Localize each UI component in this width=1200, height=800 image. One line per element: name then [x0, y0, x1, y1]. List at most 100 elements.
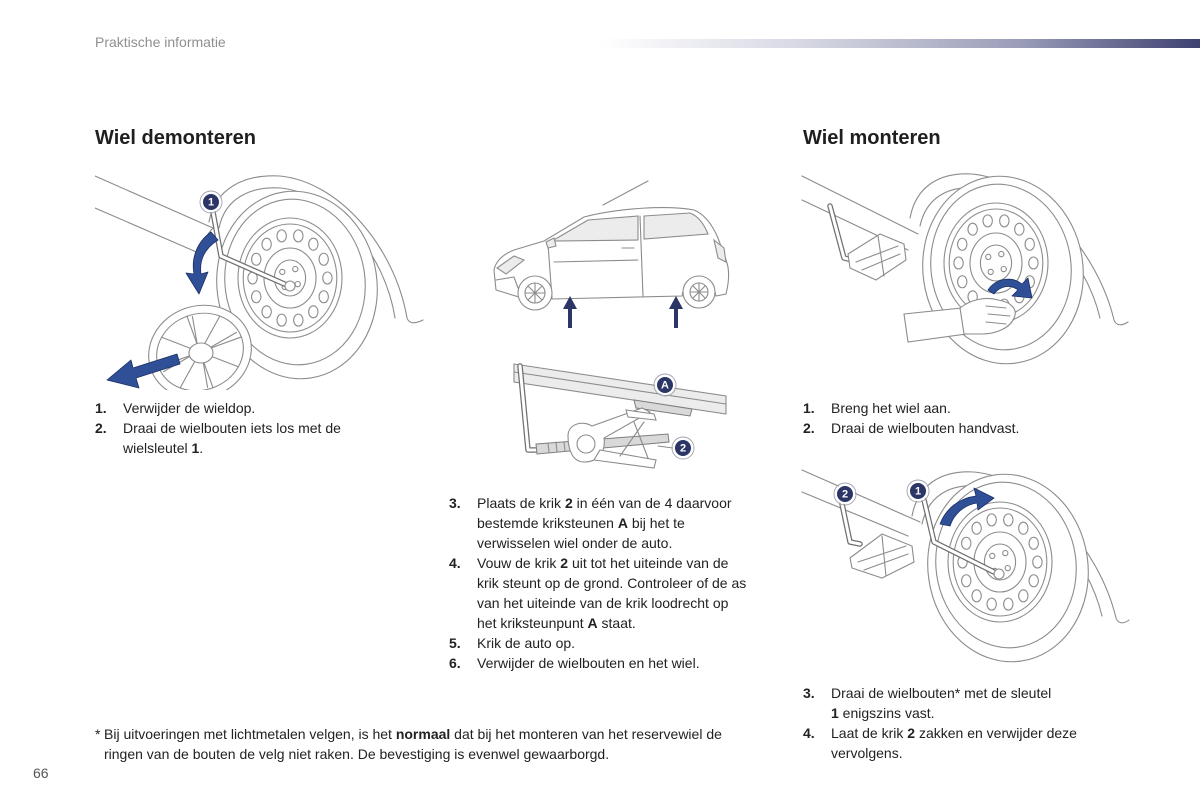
car-headlight: [496, 255, 526, 275]
wheel-bolt: [292, 265, 299, 273]
rim-hole: [986, 513, 997, 527]
wheel-rim: [237, 217, 343, 339]
rim-hole: [1018, 589, 1029, 603]
text-run: dat bij het monteren van het reservewiel…: [450, 726, 722, 742]
step-number: 3.: [449, 495, 461, 511]
text-line: krik steunt op de grond. Controleer of d…: [477, 573, 789, 593]
badge-wrench: 1: [906, 479, 930, 503]
badge-label: 2: [680, 443, 686, 455]
page-number: 66: [33, 765, 49, 781]
badge-disc: [835, 484, 855, 504]
jack-base: [593, 449, 657, 469]
wheel-cover-center: [188, 342, 214, 364]
rim-lip: [952, 507, 1048, 617]
badge-ring: [671, 436, 695, 460]
badge-disc: [673, 438, 693, 458]
step-number: 4.: [449, 555, 461, 571]
step-text: Verwijder de wieldop.: [123, 398, 435, 418]
badge-label: 2: [842, 489, 848, 501]
bold-reference: 1: [831, 705, 839, 721]
car-sill-lower: [95, 207, 202, 255]
step-item: 1.Verwijder de wieldop.: [95, 398, 435, 418]
step-item: 4.Laat de krik 2 zakken en verwijder dez…: [803, 723, 1143, 763]
step-text: Plaats de krik 2 in één van de 4 daarvoo…: [477, 493, 789, 553]
wheel-bolt: [985, 253, 992, 261]
text-run: Draai de wielbouten iets los met de: [123, 420, 341, 436]
jack-head: [625, 409, 657, 421]
wheel-hub: [979, 244, 1013, 282]
text-run: ringen van de bouten de velg niet raken.…: [104, 746, 610, 762]
wheel-cover-spoke-lines: [158, 315, 242, 389]
rim-hole: [308, 305, 319, 319]
wheel-bolt: [998, 250, 1005, 258]
badge-wrench: 1: [199, 190, 223, 214]
text-line: van het uiteinde van de krik loodrecht o…: [477, 593, 789, 613]
bold-reference: 2: [907, 725, 916, 741]
badge-ring: [199, 190, 223, 214]
text-run: Krik de auto op.: [477, 635, 576, 651]
text-line: Verwijder de wielbouten en het wiel.: [477, 653, 789, 673]
text-run: .: [199, 440, 204, 456]
car-rear-wheel: [682, 275, 716, 309]
text-run: uit tot het uiteinde van de: [568, 555, 729, 571]
step-number: 3.: [803, 685, 815, 701]
text-run: Draai de wielbouten handvast.: [831, 420, 1020, 436]
bold-reference: 1: [191, 440, 200, 456]
bold-reference: 2: [560, 555, 569, 571]
car-taillight: [713, 238, 727, 263]
jack-leader-line: [657, 445, 674, 449]
text-run: vervolgens.: [831, 745, 903, 761]
tighten-direction-arrow: [987, 277, 1033, 299]
rear-jack-point-arrow: [669, 296, 683, 328]
step-number: 1.: [803, 400, 815, 416]
jack-handle: [828, 204, 854, 262]
bold-reference: 2: [564, 495, 573, 511]
badge-disc: [655, 375, 675, 395]
step-text: Laat de krik 2 zakken en verwijder deze v…: [831, 723, 1143, 763]
rim-hole: [276, 313, 287, 327]
step-text: Draai de wielbouten handvast.: [831, 418, 1143, 438]
step-number: 2.: [95, 420, 107, 436]
text-run: Vouw de krik: [477, 555, 561, 571]
wrench-socket: [284, 280, 296, 292]
rim-hole: [1028, 256, 1039, 270]
rim-hole: [957, 275, 968, 289]
wheel-wrench: [211, 210, 291, 288]
text-run: Laat de krik: [831, 725, 908, 741]
bold-reference: A: [617, 515, 628, 531]
footnote: * Bij uitvoeringen met lichtmetalen velg…: [95, 724, 795, 764]
text-run: krik steunt op de grond. Controleer of d…: [477, 575, 747, 591]
text-run: Bij uitvoeringen met lichtmetalen velgen…: [104, 726, 396, 742]
car-sill-beam-edge: [513, 371, 727, 405]
text-run: bij het te: [627, 515, 685, 531]
text-run: bestemde kriksteunen: [477, 515, 618, 531]
badge-ring: [833, 482, 857, 506]
step-text: Breng het wiel aan.: [831, 398, 1143, 418]
rim-hole: [1018, 521, 1029, 535]
rim-hole: [1032, 555, 1043, 569]
bold-reference: normaal: [395, 726, 451, 742]
text-line: Vouw de krik 2 uit tot het uiteinde van …: [477, 553, 789, 573]
folded-jack-detail: [855, 235, 901, 277]
step-item: 1. Breng het wiel aan.: [803, 398, 1143, 418]
heading-wheel-removal: Wiel demonteren: [95, 127, 256, 149]
jack-scissor-arms: [619, 421, 649, 459]
illustration-mount-wheel: [801, 173, 1129, 365]
text-line: vervolgens.: [831, 743, 1143, 763]
loosen-direction-arrow: [185, 231, 219, 295]
text-run: Verwijder de wielbouten en het wiel.: [477, 655, 700, 671]
text-run: Breng het wiel aan.: [831, 400, 951, 416]
text-line: Verwijder de wieldop.: [123, 398, 435, 418]
text-line: Plaats de krik 2 in één van de 4 daarvoo…: [477, 493, 789, 513]
rim-hole: [276, 229, 287, 243]
rim-hole: [982, 214, 993, 228]
badge-support-point: A: [653, 373, 677, 397]
rim-hole: [318, 252, 329, 266]
text-run: zakken en verwijder deze: [915, 725, 1077, 741]
text-run: in één van de 4 daarvoor: [572, 495, 732, 511]
step-text: Krik de auto op.: [477, 633, 789, 653]
text-run: Draai de wielbouten* met de sleutel: [831, 685, 1052, 701]
rim-hole: [971, 521, 982, 535]
car-sill-upper: [801, 175, 919, 235]
